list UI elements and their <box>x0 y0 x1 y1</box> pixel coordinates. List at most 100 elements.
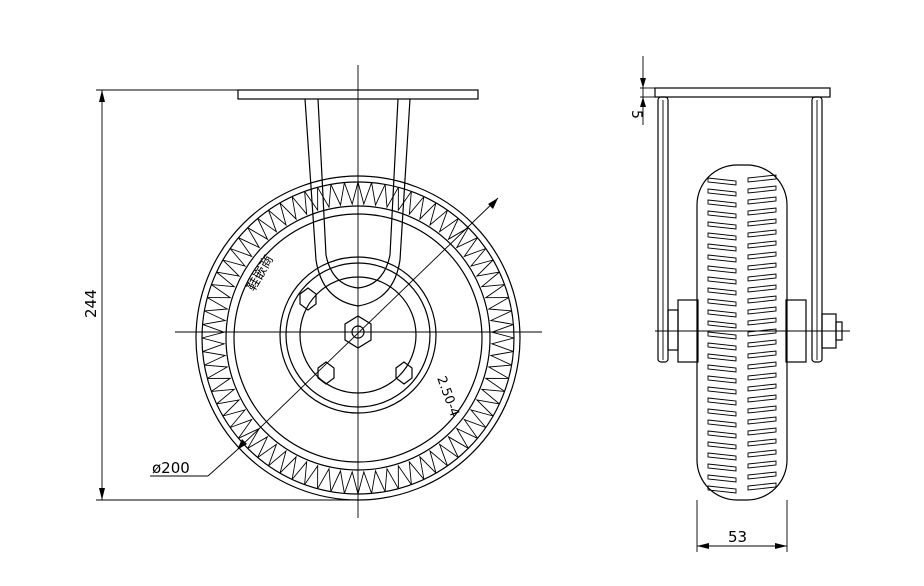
side-tread-mark <box>707 408 737 417</box>
tread-mark <box>204 297 229 312</box>
tread-mark <box>317 184 332 209</box>
tread-mark <box>201 323 226 339</box>
side-tread-mark <box>747 438 777 447</box>
tread-mark <box>490 323 515 339</box>
side-tread-mark <box>747 416 777 425</box>
side-tread-mark <box>747 240 777 249</box>
side-tread-mark <box>747 218 777 227</box>
bolt-icon <box>299 287 317 311</box>
side-tread-mark <box>707 342 737 351</box>
tread-mark <box>438 443 459 466</box>
tread-mark <box>202 310 227 325</box>
rim <box>279 256 437 414</box>
tread-mark <box>484 284 509 299</box>
tread-mark <box>211 271 236 288</box>
side-tread-mark <box>707 309 737 318</box>
tread-mark <box>268 449 287 474</box>
tread-mark <box>207 377 232 392</box>
side-tread-mark <box>747 339 777 348</box>
side-tread-mark <box>747 449 777 458</box>
tread-mark <box>469 409 494 428</box>
tread-mark <box>317 467 332 492</box>
tread-mark <box>216 399 241 417</box>
tread-mark <box>429 449 448 474</box>
side-tread-mark <box>747 471 777 480</box>
tread-mark <box>397 187 412 212</box>
width-dimension: 53 <box>696 500 788 552</box>
tread-mark <box>490 337 515 353</box>
tread-mark <box>268 202 287 227</box>
side-tread-mark <box>707 386 737 395</box>
side-tread-mark <box>747 383 777 392</box>
tread-mark <box>247 435 269 458</box>
tread-mark <box>304 464 319 489</box>
side-tread-mark <box>707 199 737 208</box>
side-tread-mark <box>747 328 777 337</box>
tread-mark <box>484 377 509 392</box>
side-tread-mark <box>707 188 737 197</box>
side-tread-mark <box>707 221 737 230</box>
side-tread-mark <box>707 419 737 428</box>
side-tread-mark <box>747 427 777 436</box>
tread-mark <box>408 191 425 216</box>
tread-mark <box>343 181 359 206</box>
diameter-dim-label: ø200 <box>152 459 190 477</box>
tread-mark <box>291 191 308 216</box>
side-tread-mark <box>747 251 777 260</box>
side-tread-mark <box>747 185 777 194</box>
side-tread-mark <box>707 287 737 296</box>
fork <box>237 89 479 349</box>
side-tread-mark <box>747 295 777 304</box>
side-tread-mark <box>707 210 737 219</box>
tread-mark <box>384 184 399 209</box>
plate-thickness-label: 5 <box>628 110 644 119</box>
side-tread-mark <box>707 375 737 384</box>
tread-mark <box>487 364 512 379</box>
tread-mark <box>397 464 412 489</box>
side-tread-mark <box>707 254 737 263</box>
diameter-dimension: ø200 <box>150 197 499 477</box>
tread-mark <box>304 187 319 212</box>
side-tread-mark <box>707 320 737 329</box>
tire-size-label: 2.50-4 <box>433 374 461 419</box>
side-tread-mark <box>747 273 777 282</box>
tread-mark <box>480 388 505 405</box>
tread-mark <box>447 218 469 241</box>
tread-mark <box>463 237 486 258</box>
side-tread-mark <box>747 207 777 216</box>
tread-mark <box>371 182 386 207</box>
tread-mark <box>257 210 278 233</box>
height-dim-label: 244 <box>82 289 100 318</box>
side-tread-mark <box>747 284 777 293</box>
side-tread-mark <box>747 306 777 315</box>
tread-mark <box>455 227 478 249</box>
height-dimension: 244 <box>82 89 358 501</box>
tread-mark <box>480 271 505 288</box>
tread-mark <box>419 455 437 480</box>
side-tread-mark <box>707 397 737 406</box>
tread-mark <box>429 202 448 227</box>
bolt-icon <box>317 361 335 385</box>
side-tread-mark <box>747 196 777 205</box>
tread-mark <box>357 181 373 206</box>
side-tread-mark <box>747 394 777 403</box>
tread-mark <box>222 409 247 428</box>
tire <box>195 175 521 501</box>
side-tread-mark <box>707 441 737 450</box>
side-tread-mark <box>707 474 737 483</box>
tread-mark <box>455 427 478 449</box>
tread-mark <box>384 467 399 492</box>
tread-mark <box>211 388 236 405</box>
side-tread-mark <box>707 232 737 241</box>
tread-mark <box>463 418 486 439</box>
side-tread-mark <box>747 229 777 238</box>
tread-mark <box>230 237 253 258</box>
side-tread-mark <box>707 430 737 439</box>
tread-mark <box>330 469 345 494</box>
tread-mark <box>291 460 308 485</box>
tread-mark <box>475 399 500 417</box>
axle-nut-icon <box>344 315 372 349</box>
tread-mark <box>489 351 514 366</box>
tread-mark <box>408 460 425 485</box>
